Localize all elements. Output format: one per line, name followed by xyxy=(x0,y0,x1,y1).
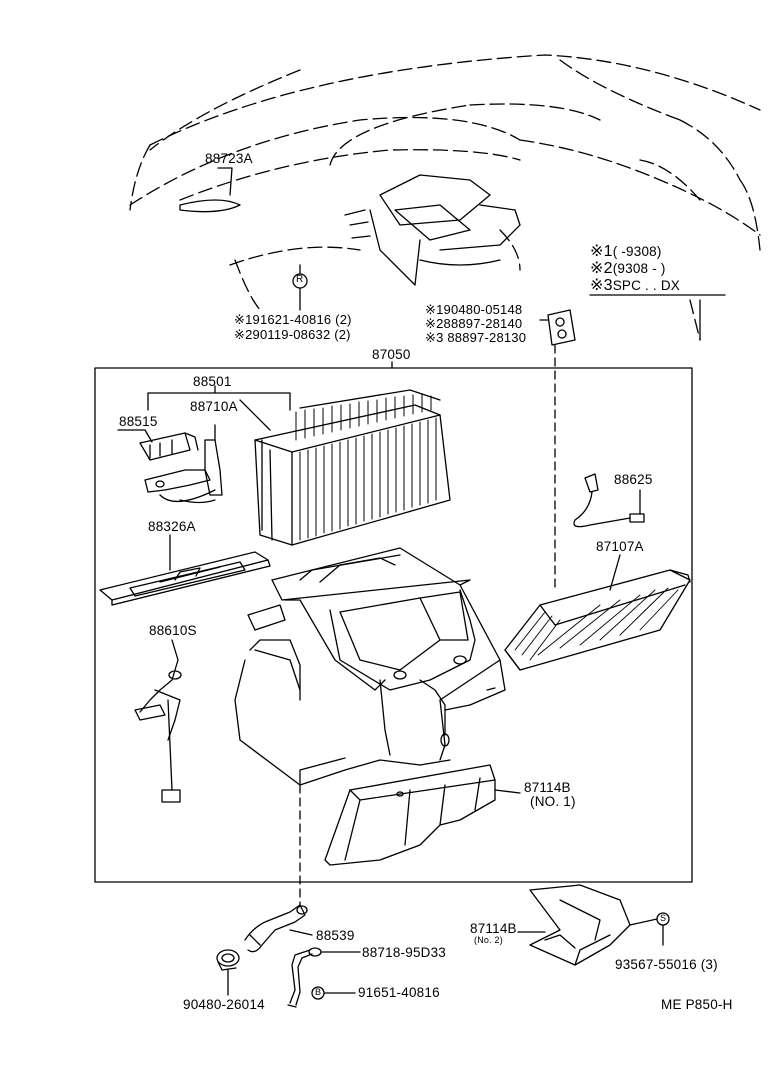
diagram-code: ME P850-H xyxy=(661,997,733,1012)
label-88515: 88515 xyxy=(119,414,158,429)
label-87114B-no1: 87114B xyxy=(524,780,571,795)
label-88501: 88501 xyxy=(193,374,232,389)
label-88723A: 88723A xyxy=(205,151,253,166)
thermistor-88515 xyxy=(139,432,199,461)
assembly-frame xyxy=(94,367,693,883)
expansion-valve-88710A xyxy=(144,439,223,504)
dashboard-outline xyxy=(129,54,761,341)
legend-mark-1: ※1 xyxy=(590,243,613,260)
filter-87107A xyxy=(504,569,691,671)
legend-row-3: ※3SPC . . DX xyxy=(590,278,680,294)
label-88539: 88539 xyxy=(316,928,355,943)
label-87114B-no1-sub: (NO. 1) xyxy=(530,794,576,809)
heater-case xyxy=(234,547,506,786)
leader-88723A xyxy=(217,167,233,196)
label-87107A: 87107A xyxy=(596,539,644,554)
label-87050: 87050 xyxy=(372,347,411,362)
legend-text-3: SPC . . DX xyxy=(612,278,680,293)
r-symbol-letter: R xyxy=(296,274,304,285)
legend-row-1: ※1( -9308) xyxy=(590,244,662,260)
duct-87114B-no2 xyxy=(529,884,631,966)
label-88625: 88625 xyxy=(614,472,653,487)
pipe-88718 xyxy=(287,947,322,1008)
dashed-leaders xyxy=(299,344,556,906)
clip-part xyxy=(539,309,576,346)
plate-88326A xyxy=(99,551,271,606)
grommet-90480 xyxy=(216,949,240,971)
center-duct xyxy=(179,174,521,286)
label-87114B-no2-sub: (No. 2) xyxy=(474,935,503,945)
legend-text-2: (9308 - ) xyxy=(612,261,666,276)
duct-87114B-no1 xyxy=(324,764,496,866)
legend-mark-3: ※3 xyxy=(590,277,613,294)
label-88610S: 88610S xyxy=(149,623,197,638)
label-93567: 93567-55016 (3) xyxy=(615,957,718,972)
label-87114B-no2: 87114B xyxy=(470,921,517,936)
label-90480: 90480-26014 xyxy=(183,997,265,1012)
bracket-88501 xyxy=(147,385,291,411)
clip-note-1: ※190480-05148 xyxy=(425,302,523,317)
sensor-88625 xyxy=(573,473,645,528)
label-88710A: 88710A xyxy=(190,399,238,414)
harness-88610S xyxy=(134,659,182,803)
b-bolt-symbol xyxy=(311,986,325,1000)
label-88718: 88718-95D33 xyxy=(362,945,447,960)
evaporator-core xyxy=(254,389,451,546)
label-91651: 91651-40816 xyxy=(358,985,440,1000)
s-symbol-letter: S xyxy=(660,913,667,923)
legend-mark-2: ※2 xyxy=(590,260,613,277)
drain-hose-88539 xyxy=(244,904,308,953)
note-r-bolt-2: ※290119-08632 (2) xyxy=(234,327,351,342)
label-88326A: 88326A xyxy=(148,519,196,534)
clip-note-3: ※3 88897-28130 xyxy=(425,330,527,345)
legend-row-2: ※2(9308 - ) xyxy=(590,261,666,277)
note-r-bolt-1: ※191621-40816 (2) xyxy=(234,312,352,327)
legend-text-1: ( -9308) xyxy=(612,244,662,259)
clip-note-2: ※288897-28140 xyxy=(425,316,523,331)
b-symbol-letter: B xyxy=(315,987,322,997)
